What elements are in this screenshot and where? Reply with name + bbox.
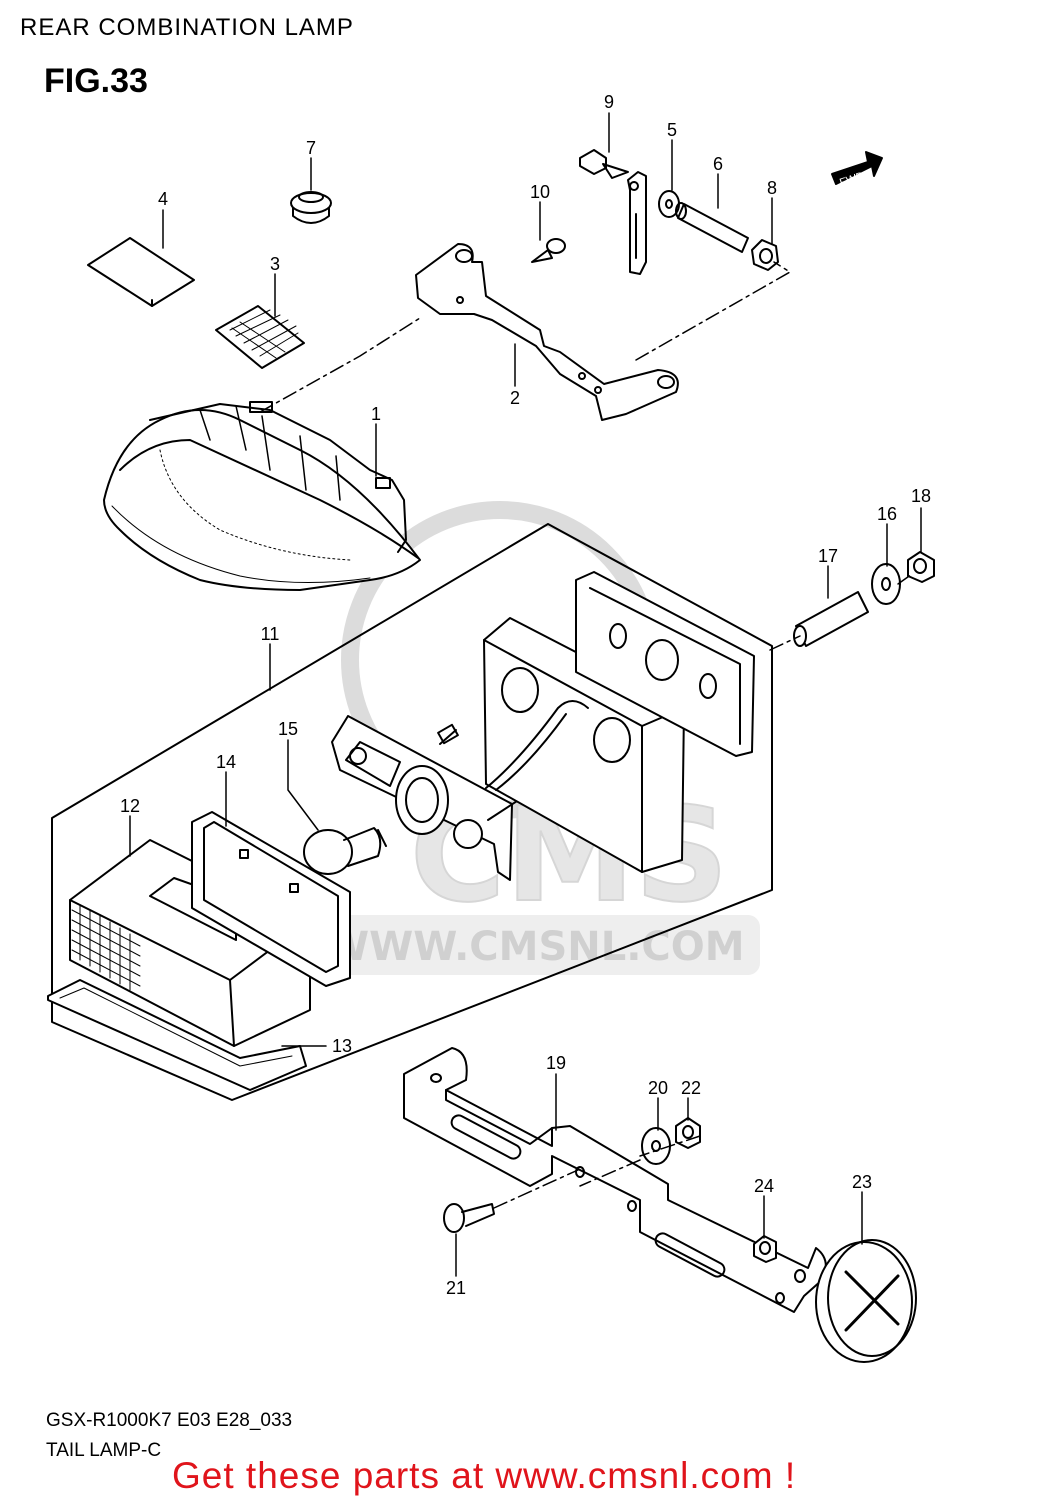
callout-11: 11 xyxy=(261,624,280,644)
part-16-washer xyxy=(871,563,901,605)
callout-18: 18 xyxy=(911,486,931,506)
lamp-rear-plate xyxy=(575,571,755,757)
callout-23: 23 xyxy=(852,1172,872,1192)
part-24-nut xyxy=(753,1235,777,1263)
callout-19: 19 xyxy=(546,1053,566,1073)
fwd-arrow-icon: FWD xyxy=(831,151,883,189)
callout-20: 20 xyxy=(648,1078,668,1098)
part-20-washer xyxy=(641,1127,671,1165)
part-11-assembly-outline xyxy=(51,523,773,1101)
watermark-url-box xyxy=(310,915,760,975)
callout-22: 22 xyxy=(681,1078,701,1098)
part-2-mounting-bracket xyxy=(415,243,679,421)
callout-8: 8 xyxy=(767,178,777,198)
callout-numbers: 1 2 3 4 5 6 7 8 9 10 11 12 13 14 15 16 1… xyxy=(120,92,931,1298)
callout-14: 14 xyxy=(216,752,236,772)
callout-6: 6 xyxy=(713,154,723,174)
callout-10: 10 xyxy=(530,182,550,202)
callout-3: 3 xyxy=(270,254,280,274)
cta-link[interactable]: Get these parts at www.cmsnl.com ! xyxy=(172,1455,797,1496)
callout-2: 2 xyxy=(510,388,520,408)
callout-12: 12 xyxy=(120,796,140,816)
part-15-bulb xyxy=(303,827,387,875)
part-23-license-lens xyxy=(815,1239,917,1363)
callout-4: 4 xyxy=(158,189,168,209)
part-4-label-plate xyxy=(87,237,195,307)
callout-13: 13 xyxy=(332,1036,352,1056)
callout-9: 9 xyxy=(604,92,614,112)
callout-5: 5 xyxy=(667,120,677,140)
part-3-reflector xyxy=(215,305,305,369)
model-code: GSX-R1000K7 E03 E28_033 xyxy=(46,1410,293,1431)
callout-15: 15 xyxy=(278,719,298,739)
part-9-screw xyxy=(579,149,629,179)
group-name: TAIL LAMP-C xyxy=(46,1440,162,1461)
part-10-screw xyxy=(531,238,566,263)
part-14-gasket-frame xyxy=(191,811,351,987)
part-1-tail-lamp xyxy=(103,401,421,591)
callout-7: 7 xyxy=(306,138,316,158)
callout-1: 1 xyxy=(371,404,381,424)
callout-leaders xyxy=(129,112,922,1277)
part-8-nut xyxy=(751,239,779,271)
part-7-grommet xyxy=(290,191,332,224)
callout-24: 24 xyxy=(754,1176,774,1196)
figure-number: FIG.33 xyxy=(44,62,148,100)
page-title: REAR COMBINATION LAMP xyxy=(20,14,354,41)
watermark-url: WWW.CMSNL.COM xyxy=(325,924,745,970)
part-6-collar xyxy=(675,202,749,253)
part-18-nut xyxy=(907,551,935,583)
callout-21: 21 xyxy=(446,1278,466,1298)
part-17-spacer xyxy=(793,591,869,647)
part-21-bolt xyxy=(443,1203,495,1233)
callout-17: 17 xyxy=(818,546,838,566)
callout-16: 16 xyxy=(877,504,897,524)
part-19-license-bracket xyxy=(403,1047,827,1313)
